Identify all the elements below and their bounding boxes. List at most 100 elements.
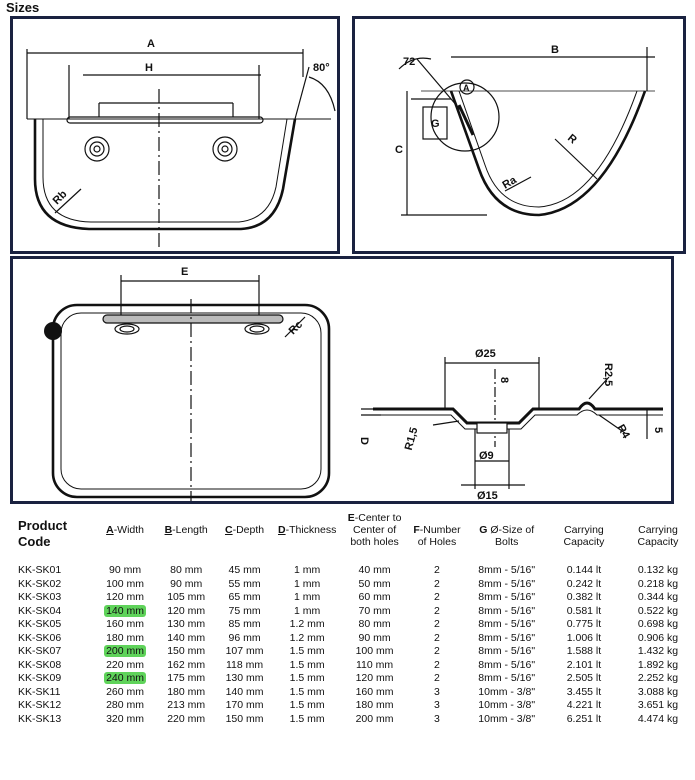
cell-cap-kg: 0.906 kg [637, 631, 679, 644]
cell-length: 90 mm [170, 577, 203, 590]
cell-cap-kg: 0.522 kg [637, 604, 679, 617]
cell-bolts: 8mm - 5/16" [478, 604, 536, 617]
label-dim5: 5 [652, 427, 664, 433]
cell-holes: 2 [434, 658, 440, 671]
cell-center: 60 mm [358, 591, 391, 603]
cell-holes: 2 [434, 604, 440, 617]
cell-depth: 45 mm [228, 564, 261, 576]
sizes-heading: Sizes [6, 0, 40, 15]
cell-depth: 107 mm [225, 645, 264, 657]
cell-thickness: 1 mm [294, 591, 321, 603]
cell-thickness: 1.2 mm [289, 631, 325, 644]
cell-center: 100 mm [355, 645, 394, 657]
cell-depth: 96 mm [228, 631, 261, 644]
cell-code: KK-SK11 [18, 685, 61, 698]
side-view-svg: 72 B A G C R Ra [395, 44, 655, 217]
label-r4: R4 [614, 423, 632, 442]
label-g: G [431, 118, 440, 130]
cell-cap-lt: 6.251 lt [566, 712, 602, 725]
header-bolt-size: G Ø-Size of Bolts [479, 524, 535, 548]
cell-thickness: 1.5 mm [289, 685, 325, 698]
cell-length: 180 mm [167, 685, 206, 698]
cell-width: 320 mm [106, 712, 145, 725]
cell-holes: 2 [434, 672, 440, 684]
top-view-svg: E Rc D Ø25 8 R2,5 R1,5 Ø9 Ø15 R4 5 [44, 266, 664, 501]
cell-holes: 2 [434, 577, 440, 590]
cell-width: 120 mm [106, 591, 145, 603]
cell-bolts: 10mm - 3/8" [478, 685, 536, 698]
cell-bolts: 8mm - 5/16" [478, 591, 536, 603]
cell-length: 120 mm [167, 604, 206, 617]
cell-cap-lt: 0.382 lt [566, 591, 602, 603]
cell-code: KK-SK01 [18, 564, 62, 576]
cell-bolts: 8mm - 5/16" [478, 658, 536, 671]
cell-bolts: 10mm - 3/8" [478, 699, 536, 711]
cell-length: 130 mm [167, 618, 206, 630]
cell-thickness: 1 mm [294, 577, 321, 590]
cell-center: 70 mm [358, 604, 391, 617]
cell-cap-lt: 3.455 lt [566, 685, 602, 698]
cell-thickness: 1.5 mm [289, 712, 325, 725]
cell-length: 162 mm [167, 658, 206, 671]
cell-depth: 170 mm [225, 699, 264, 711]
label-rc: Rc [287, 319, 305, 337]
label-h: H [145, 62, 153, 74]
cell-length: 213 mm [167, 699, 206, 711]
cell-center: 160 mm [355, 685, 394, 698]
cell-code: KK-SK03 [18, 591, 62, 603]
cell-code: KK-SK02 [18, 577, 62, 590]
cell-holes: 2 [434, 591, 440, 603]
cell-width: 200 mm [104, 645, 147, 657]
label-c: C [395, 144, 403, 156]
header-capacity-lt: Carrying Capacity [563, 524, 605, 548]
cell-thickness: 1 mm [294, 564, 321, 576]
label-ra: Ra [501, 174, 520, 192]
cell-cap-lt: 1.006 lt [566, 631, 602, 644]
label-e: E [181, 266, 188, 278]
cell-center: 120 mm [355, 672, 394, 684]
cell-depth: 55 mm [228, 577, 261, 590]
front-view-drawing: A H 80° Rb [10, 16, 340, 254]
header-center: E-Center to Center of both holes [347, 512, 402, 548]
label-b: B [551, 44, 559, 56]
cell-cap-lt: 0.775 lt [566, 618, 602, 630]
cell-depth: 130 mm [225, 672, 264, 684]
spec-table: Product Code A-Width B-Length C-Depth D-… [14, 512, 695, 726]
cell-code: KK-SK04 [18, 604, 62, 617]
header-product-code: Product Code [18, 518, 68, 549]
cell-holes: 3 [434, 712, 440, 725]
label-dim8: 8 [498, 377, 510, 383]
cell-width: 160 mm [106, 618, 145, 630]
cell-code: KK-SK13 [18, 712, 62, 725]
cell-bolts: 8mm - 5/16" [478, 564, 536, 576]
cell-width: 260 mm [106, 685, 145, 698]
header-width: A-Width [106, 524, 145, 536]
cell-thickness: 1 mm [294, 604, 321, 617]
side-view-drawing: 72 B A G C R Ra [352, 16, 686, 254]
top-view-drawing: E Rc D Ø25 8 R2,5 R1,5 Ø9 Ø15 R4 5 [10, 256, 674, 504]
label-dia9: Ø9 [479, 450, 494, 462]
cell-center: 50 mm [358, 577, 391, 590]
cell-cap-kg: 0.698 kg [637, 618, 679, 630]
cell-length: 175 mm [167, 672, 206, 684]
cell-holes: 2 [434, 618, 440, 630]
cell-center: 110 mm [355, 658, 394, 671]
cell-bolts: 10mm - 3/8" [478, 712, 536, 725]
cell-width: 280 mm [106, 699, 145, 711]
cell-holes: 2 [434, 645, 440, 657]
header-number-holes: F-Number of Holes [413, 524, 461, 548]
cell-cap-kg: 1.892 kg [637, 658, 679, 671]
label-rb: Rb [51, 188, 70, 207]
cell-depth: 65 mm [228, 591, 261, 603]
cell-cap-kg: 3.088 kg [637, 685, 679, 698]
header-length: B-Length [164, 524, 208, 536]
